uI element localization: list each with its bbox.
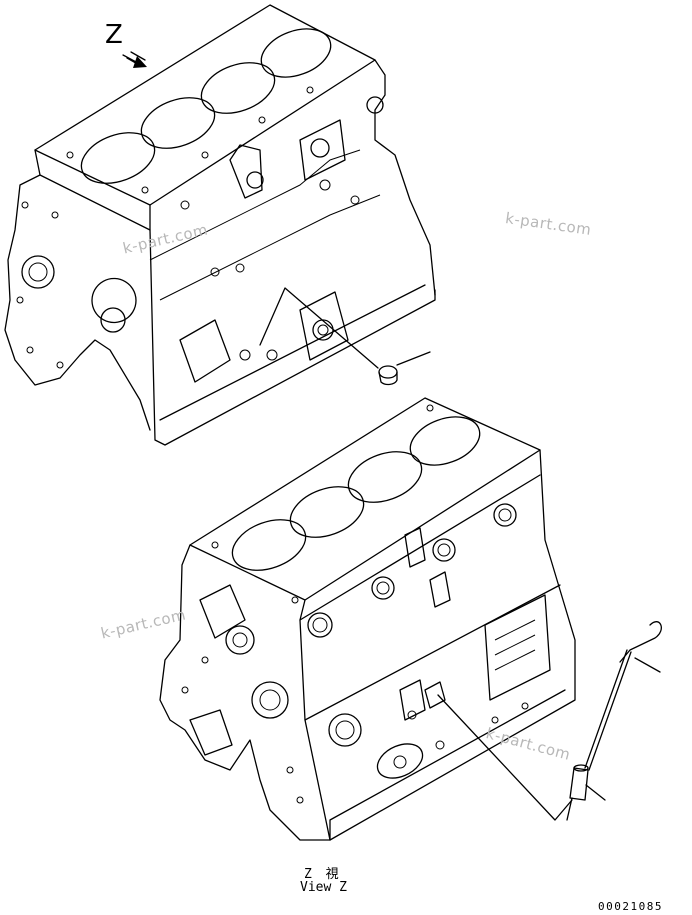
upper-cylinder-block <box>4 4 436 446</box>
lower-cylinder-block-view-z <box>159 397 662 841</box>
caption-kanji: Z 視 <box>304 867 342 882</box>
caption-view-z: View Z <box>300 880 347 895</box>
drawing-number: 00021085 <box>598 900 663 913</box>
view-z-arrow <box>122 51 147 68</box>
view-z-marker: Z <box>105 20 123 50</box>
